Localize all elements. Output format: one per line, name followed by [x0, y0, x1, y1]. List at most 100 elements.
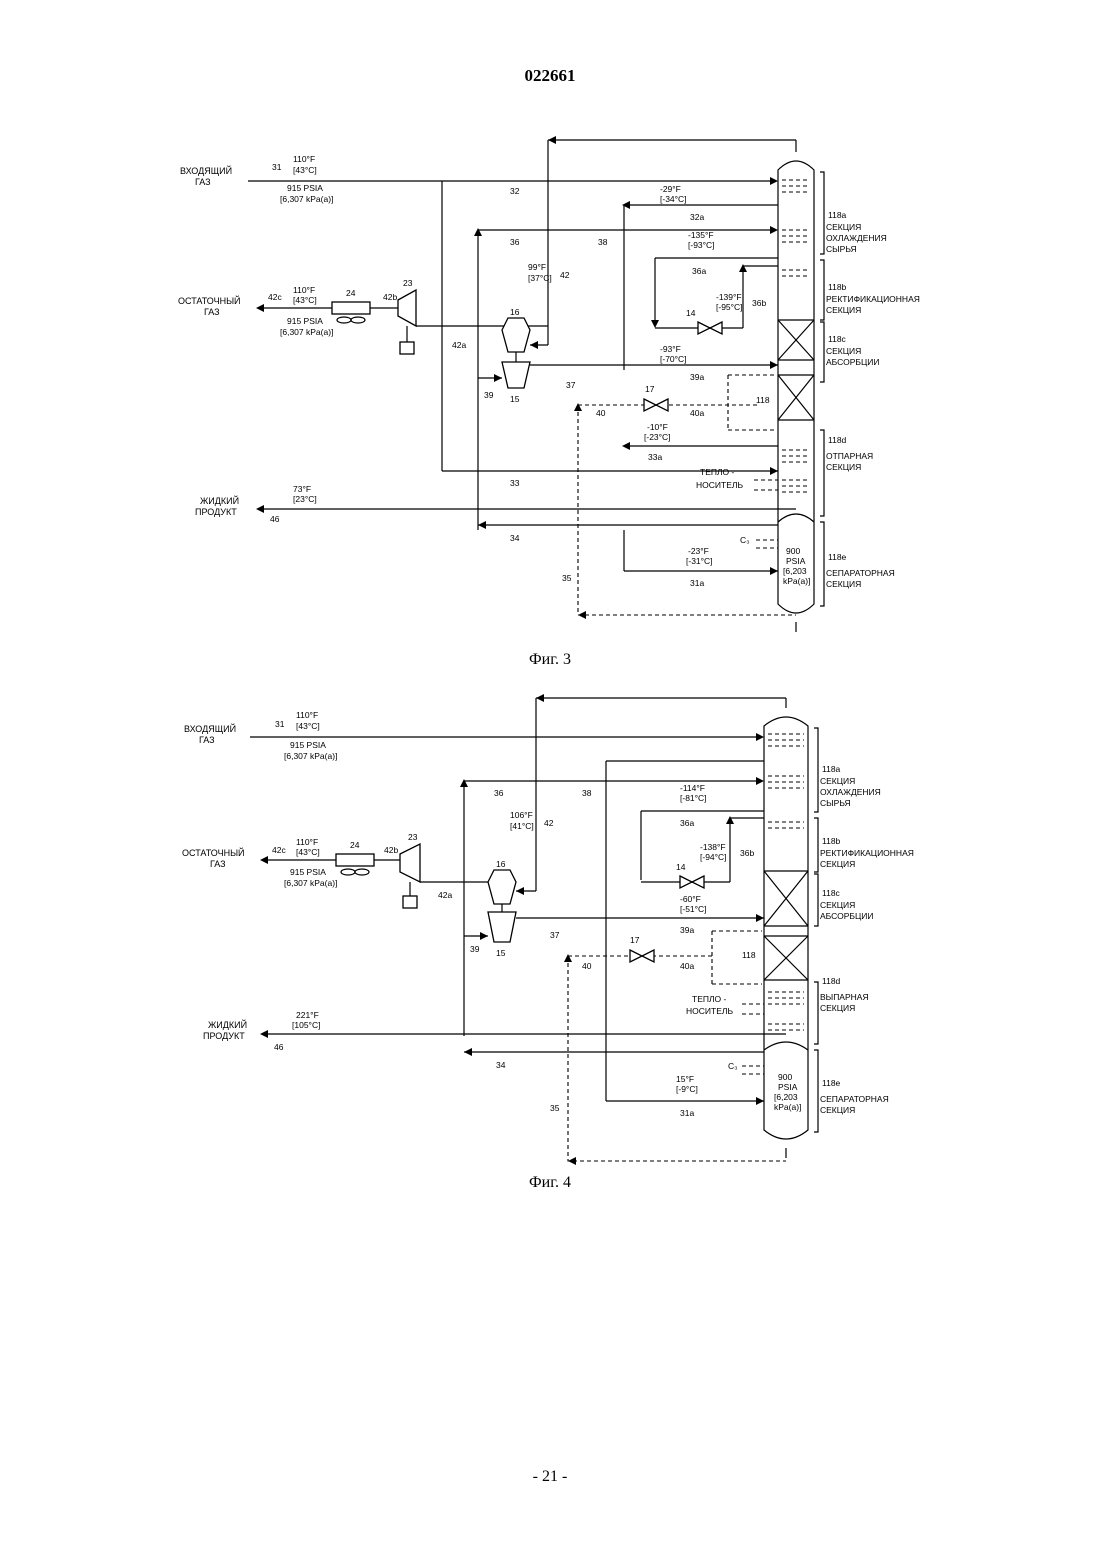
stream-33a-temp-c: [-23°C]: [644, 432, 671, 442]
residue-gas-label-2: ГАЗ: [210, 859, 226, 869]
stream-37-label: 37: [550, 930, 560, 940]
stream-42-label: 42: [560, 270, 570, 280]
stream-42b-label: 42b: [384, 845, 398, 855]
figure-4-diagram: 118a СЕКЦИЯ ОХЛАЖДЕНИЯ СЫРЬЯ 118b РЕКТИФ…: [0, 686, 1100, 1176]
stream-42-label: 42: [544, 818, 554, 828]
section-a-line2: ОХЛАЖДЕНИЯ: [826, 233, 887, 243]
stream-33a-label: 33a: [648, 452, 662, 462]
stream-42-temp-c: [41°C]: [510, 821, 534, 831]
compressor-16: [502, 318, 530, 352]
valve-14-label: 14: [676, 862, 686, 872]
liquid-temp-f: 73°F: [293, 484, 311, 494]
figure-4-caption: Фиг. 4: [0, 1174, 1100, 1192]
column-118-label: 118: [756, 395, 770, 405]
liquid-product-label-1: ЖИДКИЙ: [200, 495, 239, 506]
inlet-pressure-psia: 915 PSIA: [287, 183, 323, 193]
inlet-temp-c: [43°C]: [293, 165, 317, 175]
inlet-gas-label-2: ГАЗ: [199, 735, 215, 745]
residue-pressure-kpa: [6,307 kPa(a)]: [280, 327, 333, 337]
inlet-temp-c: [43°C]: [296, 721, 320, 731]
section-a-id: 118a: [822, 764, 841, 774]
section-d-id: 118d: [822, 976, 841, 986]
inlet-temp-f: 110°F: [293, 154, 315, 164]
section-b-id: 118b: [822, 836, 841, 846]
residue-pressure-psia: 915 PSIA: [290, 867, 326, 877]
heat-medium-label-2: НОСИТЕЛЬ: [696, 480, 743, 490]
stream-40a-label: 40a: [690, 408, 704, 418]
section-c-line1: СЕКЦИЯ: [820, 900, 855, 910]
inlet-temp-f: 110°F: [296, 710, 318, 720]
section-e-id: 118e: [828, 552, 847, 562]
stream-36a-temp-c: [-81°C]: [680, 793, 707, 803]
stream-36-label: 36: [510, 237, 520, 247]
stream-39a-temp-f: -93°F: [660, 344, 681, 354]
expander-15: [488, 912, 516, 942]
heat-medium-label-1: ТЕПЛО -: [700, 467, 735, 477]
inlet-gas-label-1: ВХОДЯЩИЙ: [180, 165, 232, 176]
stream-38-label: 38: [582, 788, 592, 798]
valve-14: [680, 876, 692, 888]
stream-34-label: 34: [510, 533, 520, 543]
inlet-pressure-kpa: [6,307 kPa(a)]: [284, 751, 337, 761]
stream-36-label: 36: [494, 788, 504, 798]
compressor-23-driver: [403, 896, 417, 908]
compressor-23-driver: [400, 342, 414, 354]
inlet-gas-label-1: ВХОДЯЩИЙ: [184, 723, 236, 734]
section-e-line2: СЕКЦИЯ: [820, 1105, 855, 1115]
section-c-line2: АБСОРБЦИИ: [826, 357, 879, 367]
stream-36a-label: 36a: [680, 818, 694, 828]
expander-15-label: 15: [496, 948, 506, 958]
stream-36b-temp-c: [-95°C]: [716, 302, 743, 312]
stream-35-label: 35: [562, 573, 572, 583]
section-c-id: 118c: [822, 888, 841, 898]
inlet-pressure-kpa: [6,307 kPa(a)]: [280, 194, 333, 204]
separator-pressure-2: PSIA: [778, 1082, 798, 1092]
column-118-label: 118: [742, 950, 756, 960]
stream-39a-temp-f: -60°F: [680, 894, 701, 904]
liquid-temp-c: [105°C]: [292, 1020, 320, 1030]
section-c-id: 118c: [828, 334, 847, 344]
valve-17-label: 17: [630, 935, 640, 945]
stream-31-label: 31: [272, 162, 282, 172]
inlet-pressure-psia: 915 PSIA: [290, 740, 326, 750]
section-a-line1: СЕКЦИЯ: [826, 222, 861, 232]
stream-42-temp-f: 106°F: [510, 810, 533, 820]
separator-pressure-3: [6,203: [774, 1092, 798, 1102]
section-d-line2: СЕКЦИЯ: [820, 1003, 855, 1013]
section-b-line2: СЕКЦИЯ: [826, 305, 861, 315]
residue-temp-c: [43°C]: [296, 847, 320, 857]
cooler-24-label: 24: [350, 840, 360, 850]
page-number: - 21 -: [0, 1468, 1100, 1486]
section-b-line1: РЕКТИФИКАЦИОННАЯ: [826, 294, 920, 304]
liquid-temp-f: 221°F: [296, 1010, 319, 1020]
liquid-product-label-2: ПРОДУКТ: [203, 1031, 245, 1041]
separator-pressure-4: kPa(a)]: [783, 576, 810, 586]
figure-3-caption: Фиг. 3: [0, 651, 1100, 669]
stream-35-label: 35: [550, 1103, 560, 1113]
compressor-16-label: 16: [496, 859, 506, 869]
compressor-23: [400, 844, 420, 882]
stream-31a-temp-f: -23°F: [688, 546, 709, 556]
residue-gas-label-1: ОСТАТОЧНЫЙ: [178, 295, 241, 306]
stream-39-label: 39: [484, 390, 494, 400]
section-a-line3: СЫРЬЯ: [820, 798, 851, 808]
stream-36a-temp-f: -114°F: [680, 783, 705, 793]
compressor-16-label: 16: [510, 307, 520, 317]
section-d-id: 118d: [828, 435, 847, 445]
figure-3-diagram: 118a СЕКЦИЯ ОХЛАЖДЕНИЯ СЫРЬЯ 118b РЕКТИФ…: [0, 130, 1100, 650]
section-d-line1: ВЫПАРНАЯ: [820, 992, 869, 1002]
section-c-line2: АБСОРБЦИИ: [820, 911, 873, 921]
expander-15: [502, 362, 530, 388]
stream-36a-label: 36a: [692, 266, 706, 276]
section-a-line1: СЕКЦИЯ: [820, 776, 855, 786]
stream-33-label: 33: [510, 478, 520, 488]
stream-39a-temp-c: [-51°C]: [680, 904, 707, 914]
document-number: 022661: [0, 66, 1100, 86]
compressor-23-label: 23: [408, 832, 418, 842]
section-b-id: 118b: [828, 282, 847, 292]
stream-32-label: 32: [510, 186, 520, 196]
stream-42c-label: 42c: [272, 845, 286, 855]
residue-gas-label-2: ГАЗ: [204, 307, 220, 317]
compressor-23-label: 23: [403, 278, 413, 288]
propane-label: C₃: [728, 1061, 738, 1071]
